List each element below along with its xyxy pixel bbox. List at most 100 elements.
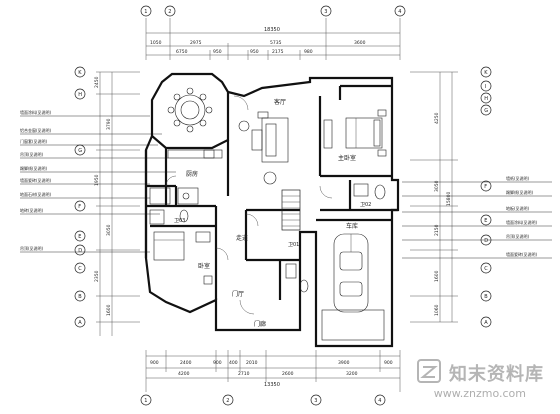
bathroom-fixtures: [149, 183, 386, 293]
note-left-5: 墙面瓷砖(见说明): [20, 177, 52, 183]
dim-right-4: 1060: [434, 304, 440, 316]
grid-label-right-D: D: [484, 238, 488, 244]
grid-label-right-B: B: [484, 294, 488, 300]
dim-left-0: 2450: [94, 76, 100, 88]
right-grid-axes: [480, 66, 492, 328]
note-right-5: 墙面瓷砖(见说明): [506, 251, 538, 257]
grid-label-right-A: A: [484, 320, 488, 326]
dim-bottom-b-2: 2600: [282, 371, 294, 377]
dim-left-2: 1950: [94, 174, 100, 186]
dim-left-1: 3790: [106, 118, 112, 130]
note-left-6: 地面石材(见说明): [20, 191, 52, 197]
grid-label-left-G: G: [78, 148, 82, 154]
grid-label-left-H: H: [78, 92, 82, 98]
doors: [165, 95, 333, 315]
dim-bottom-a-2: 900: [213, 360, 222, 366]
bottom-dimension-lines: [145, 350, 401, 392]
grid-bubble-left-B: [74, 290, 86, 302]
right-annotation-leaders: [402, 181, 552, 259]
dim-bottom-b-3: 3200: [346, 371, 358, 377]
grid-label-right-E: E: [484, 218, 487, 224]
note-left-3: 吊顶(见说明): [20, 151, 44, 157]
staircase: [281, 189, 301, 231]
grid-bubble-right-B: [480, 290, 492, 302]
dim-top-b-3: 2175: [272, 49, 284, 55]
grid-label-left-E: E: [78, 234, 81, 240]
grid-label-right-G: G: [484, 108, 488, 114]
note-right-2: 地板(见说明): [506, 205, 530, 211]
dim-left-5: 1600: [106, 304, 112, 316]
dim-bottom-a-1: 2400: [180, 360, 192, 366]
grid-label-right-K: K: [484, 70, 488, 76]
left-grid-axes: [74, 66, 86, 328]
room-label-toilet-3: 卫03: [174, 218, 185, 224]
grid-label-top-1: 1: [144, 9, 147, 15]
grid-label-right-F: F: [484, 184, 487, 190]
dim-bottom-a-4: 2010: [246, 360, 258, 366]
note-left-8: 吊顶(见说明): [20, 245, 44, 251]
grid-bubble-top-3: [320, 5, 332, 17]
grid-bubble-top-1: [140, 5, 152, 17]
dim-top-a-3: 3600: [354, 40, 366, 46]
room-label-hall: 门厅: [232, 290, 244, 298]
dim-top-a-1: 2975: [190, 40, 202, 46]
dim-bottom-a-3: 400: [229, 360, 238, 366]
top-grid-axes: [140, 5, 406, 30]
note-right-1: 踢脚线(见说明): [506, 189, 534, 195]
dim-right-5: 15800: [446, 192, 452, 206]
grid-bubble-right-I: [480, 80, 492, 92]
left-annotation-leaders: [20, 115, 176, 253]
dim-top-a-2: 5735: [270, 40, 282, 46]
top-dimension-lines: [145, 30, 401, 60]
grid-label-left-A: A: [78, 320, 82, 326]
dim-top-b-0: 6750: [176, 49, 188, 55]
room-label-living: 客厅: [274, 98, 286, 106]
room-label-corridor: 走道: [236, 234, 248, 242]
grid-label-right-H: H: [484, 96, 488, 102]
grid-label-bottom-2: 2: [226, 398, 229, 404]
bedroom-bed: [153, 231, 213, 285]
grid-label-bottom-3: 3: [314, 398, 317, 404]
room-label-bedroom: 卧室: [198, 262, 210, 270]
grid-label-bottom-4: 4: [378, 398, 381, 404]
note-right-4: 吊顶(见说明): [506, 233, 530, 239]
dim-right-2: 2150: [434, 224, 440, 236]
grid-label-top-4: 4: [398, 9, 401, 15]
dim-top-a-0: 1050: [150, 40, 162, 46]
grid-bubble-top-2: [164, 5, 176, 17]
grid-bubble-left-F: [74, 200, 86, 212]
dim-left-4: 2350: [94, 270, 100, 282]
grid-label-bottom-1: 1: [144, 398, 147, 404]
dim-left-3: 3050: [106, 224, 112, 236]
room-label-master: 主卧室: [338, 154, 356, 162]
grid-bubble-left-H: [74, 88, 86, 100]
grid-label-left-K: K: [78, 70, 82, 76]
note-left-4: 踢脚线(见说明): [20, 165, 48, 171]
dim-right-3: 1600: [434, 270, 440, 282]
grid-bubble-right-E: [480, 214, 492, 226]
grid-bubble-left-D: [74, 244, 86, 256]
grid-label-right-I: I: [485, 84, 486, 90]
right-dimension-lines: [410, 71, 458, 323]
grid-bubble-top-4: [394, 5, 406, 17]
dim-top-b-2: 950: [250, 49, 259, 55]
grid-bubble-right-A: [480, 316, 492, 328]
dim-bottom-a-6: 900: [384, 360, 393, 366]
dim-top-total: 18350: [264, 27, 280, 33]
grid-bubble-left-E: [74, 230, 86, 242]
grid-bubble-right-H: [480, 92, 492, 104]
grid-label-top-3: 3: [324, 9, 327, 15]
grid-label-right-C: C: [484, 266, 488, 272]
watermark-brand: 知末资料库: [449, 364, 544, 385]
note-right-3: 墙面涂料(见说明): [506, 219, 538, 225]
dim-right-1: 3050: [434, 180, 440, 192]
interior-walls: [146, 84, 398, 300]
dim-right-0: 4250: [434, 112, 440, 124]
grid-bubble-right-C: [480, 262, 492, 274]
grid-bubble-left-A: [74, 316, 86, 328]
left-dimension-lines: [96, 71, 140, 336]
note-left-7: 地砖(见说明): [20, 207, 44, 213]
bottom-grid-axes: [140, 394, 386, 406]
garage-car: [321, 233, 385, 341]
dining-table: [167, 87, 213, 133]
